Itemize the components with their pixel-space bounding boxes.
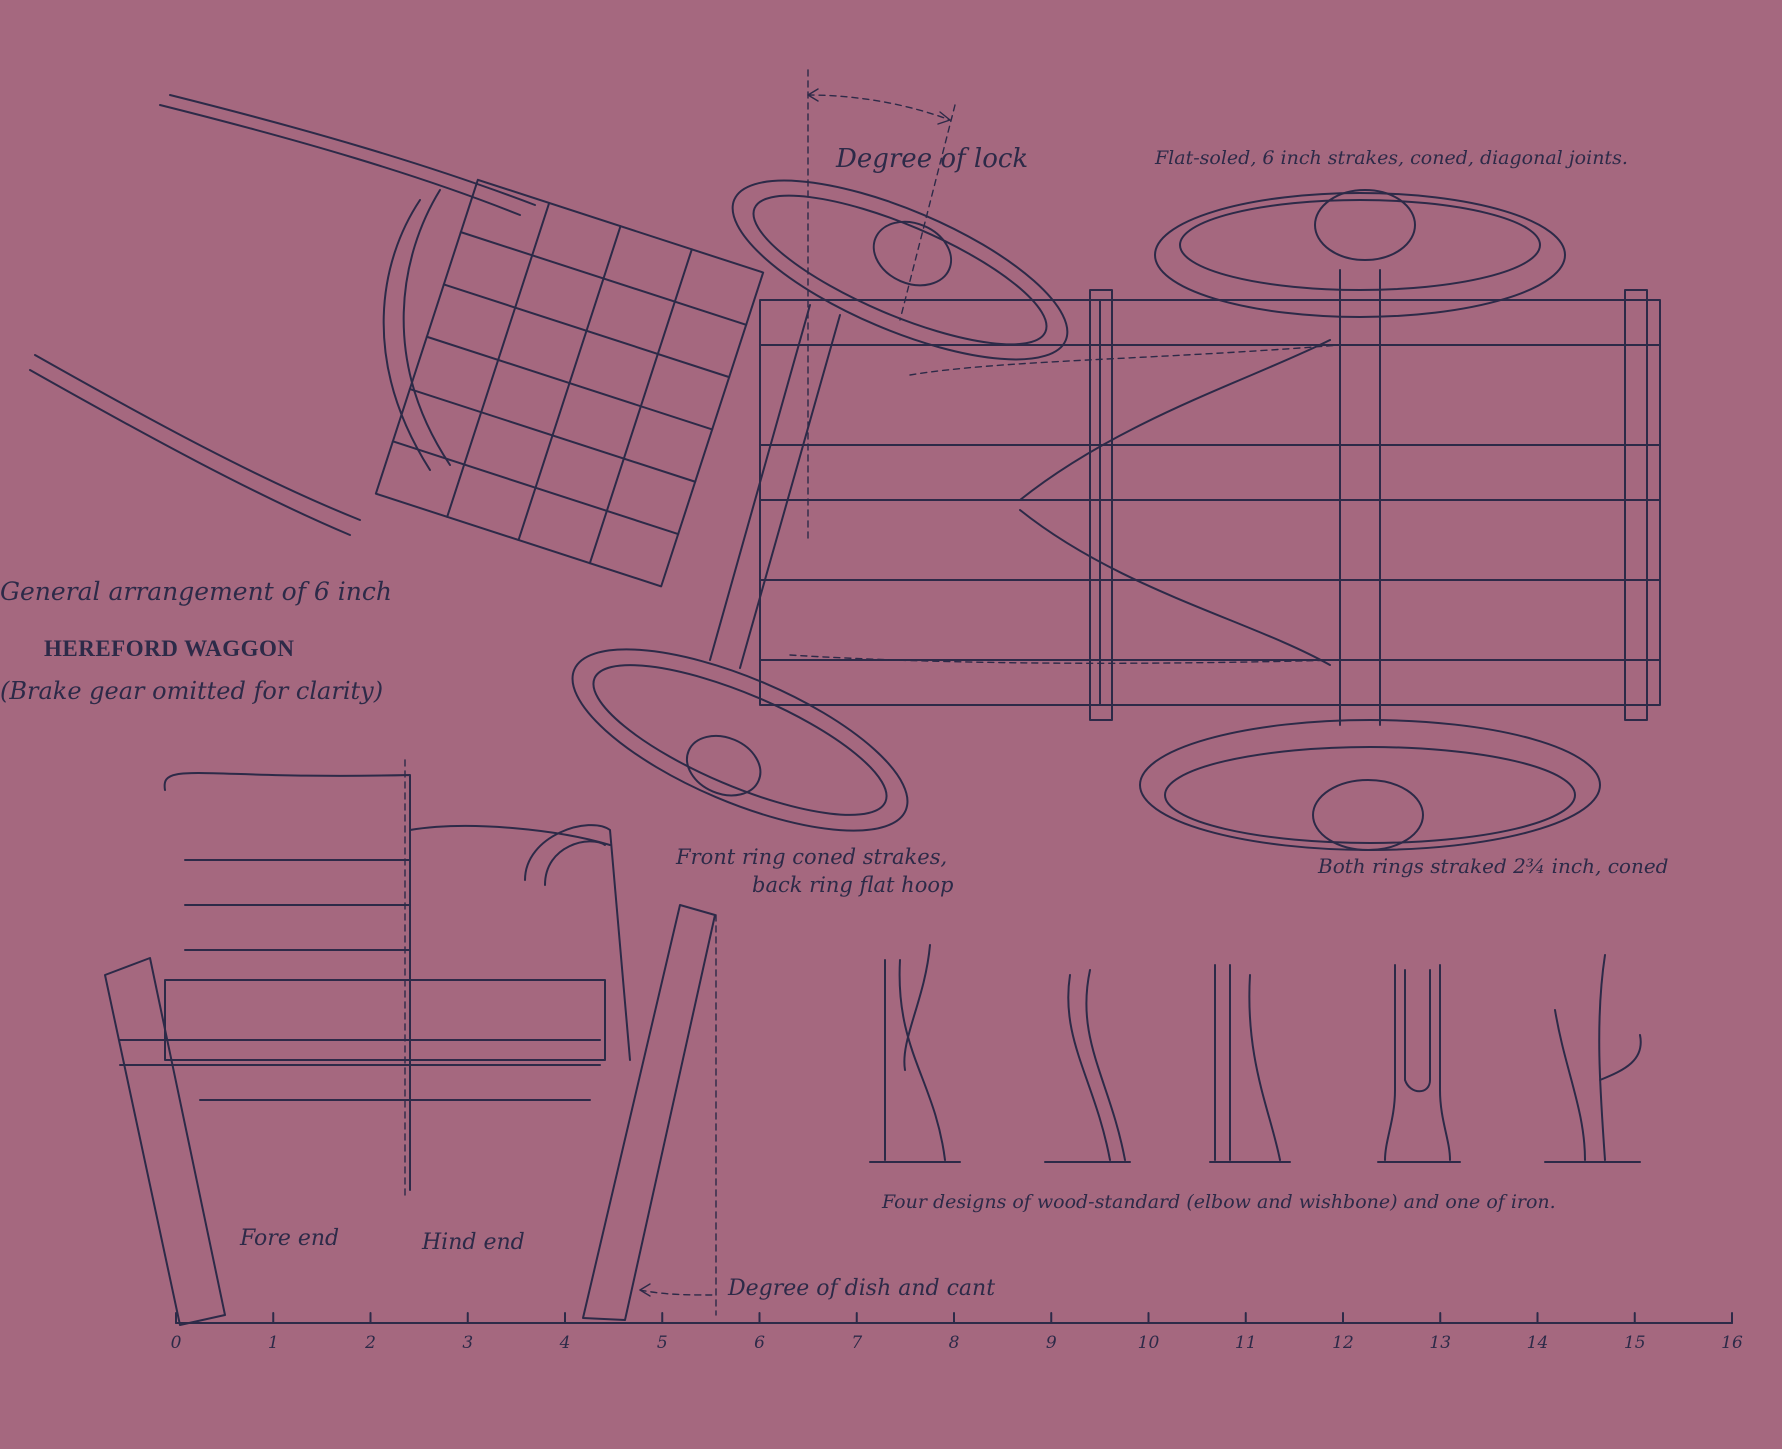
- chain-upper: [909, 344, 1341, 376]
- scale-tick-label: 10: [1137, 1333, 1160, 1353]
- front-axle: [709, 304, 841, 669]
- label-title: HEREFORD WAGGON: [44, 636, 295, 661]
- ladder-hind: [409, 824, 611, 846]
- scale-tick-label: 2: [365, 1333, 376, 1353]
- label-front-ring-2: back ring flat hoop: [752, 873, 954, 897]
- standard-2: [1044, 969, 1131, 1163]
- label-front-ring-1: Front ring coned strakes,: [676, 845, 948, 869]
- standard-5-iron: [1544, 954, 1642, 1163]
- lock-arc: [807, 94, 951, 121]
- dish-arrowhead: [639, 1283, 651, 1297]
- end-view: [104, 759, 717, 1326]
- wheel-rim-left: [104, 957, 226, 1326]
- lock-arrowheads: [807, 88, 951, 125]
- scale-tick-label: 5: [656, 1333, 668, 1353]
- scale-tick-label: 7: [851, 1333, 863, 1353]
- scale-tick-label: 13: [1429, 1333, 1452, 1353]
- label-degree-of-lock: Degree of lock: [836, 144, 1029, 174]
- label-both-rings: Both rings straked 2¾ inch, coned: [1318, 854, 1669, 878]
- scale-tick-label: 14: [1526, 1333, 1549, 1353]
- body-bed: [759, 289, 1661, 721]
- bolster-x: [1019, 339, 1331, 666]
- standard-hoop: [524, 824, 631, 1061]
- scale-tick-label: 8: [948, 1333, 960, 1353]
- ladder-fore: [163, 772, 411, 1191]
- front-wheel-upper: [731, 179, 1069, 361]
- label-dish-and-cant: Degree of dish and cant: [728, 1276, 996, 1301]
- rear-wheel-upper: [1154, 189, 1566, 318]
- label-flat-soled: Flat-soled, 6 inch strakes, coned, diago…: [1155, 147, 1628, 169]
- dish-arrow: [639, 1289, 713, 1296]
- scale-tick-label: 9: [1045, 1333, 1057, 1353]
- label-hind-end: Hind end: [422, 1230, 525, 1255]
- rear-axle: [1339, 269, 1381, 726]
- scale-tick-label: 3: [462, 1333, 474, 1353]
- rear-wheel-lower: [1139, 719, 1601, 851]
- scale-tick-label: 6: [754, 1333, 765, 1353]
- scale-tick-label: 0: [170, 1333, 182, 1353]
- label-general-arrangement: General arrangement of 6 inch: [0, 577, 392, 606]
- end-axle: [119, 1039, 601, 1066]
- standard-1: [869, 944, 961, 1163]
- scale-tick-label: 16: [1721, 1333, 1743, 1353]
- standard-3: [1209, 964, 1291, 1163]
- scale-tick-label: 11: [1234, 1333, 1257, 1353]
- body-planks: [184, 859, 411, 951]
- label-fore-end: Fore end: [240, 1226, 340, 1251]
- end-frame: [164, 979, 606, 1061]
- front-wheel-lower: [571, 648, 909, 832]
- scale-tick-label: 1: [267, 1333, 279, 1353]
- scale-tick-label: 15: [1623, 1333, 1646, 1353]
- shaft-lower: [29, 354, 361, 536]
- front-frame: [374, 178, 765, 588]
- plan-view: [29, 69, 1661, 851]
- chain-lower: [789, 654, 1341, 664]
- label-four-designs: Four designs of wood-standard (elbow and…: [882, 1191, 1556, 1213]
- shaft-upper: [159, 94, 536, 216]
- scale-bar: [175, 1312, 1733, 1324]
- scale-tick-label: 12: [1332, 1333, 1354, 1353]
- shaft-bow: [382, 189, 451, 471]
- standard-4: [1377, 964, 1461, 1163]
- scale-tick-label: 4: [559, 1333, 571, 1353]
- lock-line-angled: [899, 104, 956, 321]
- wheel-rim-right: [582, 904, 716, 1321]
- label-brake-note: (Brake gear omitted for clarity): [0, 677, 384, 705]
- standards: [869, 944, 1642, 1163]
